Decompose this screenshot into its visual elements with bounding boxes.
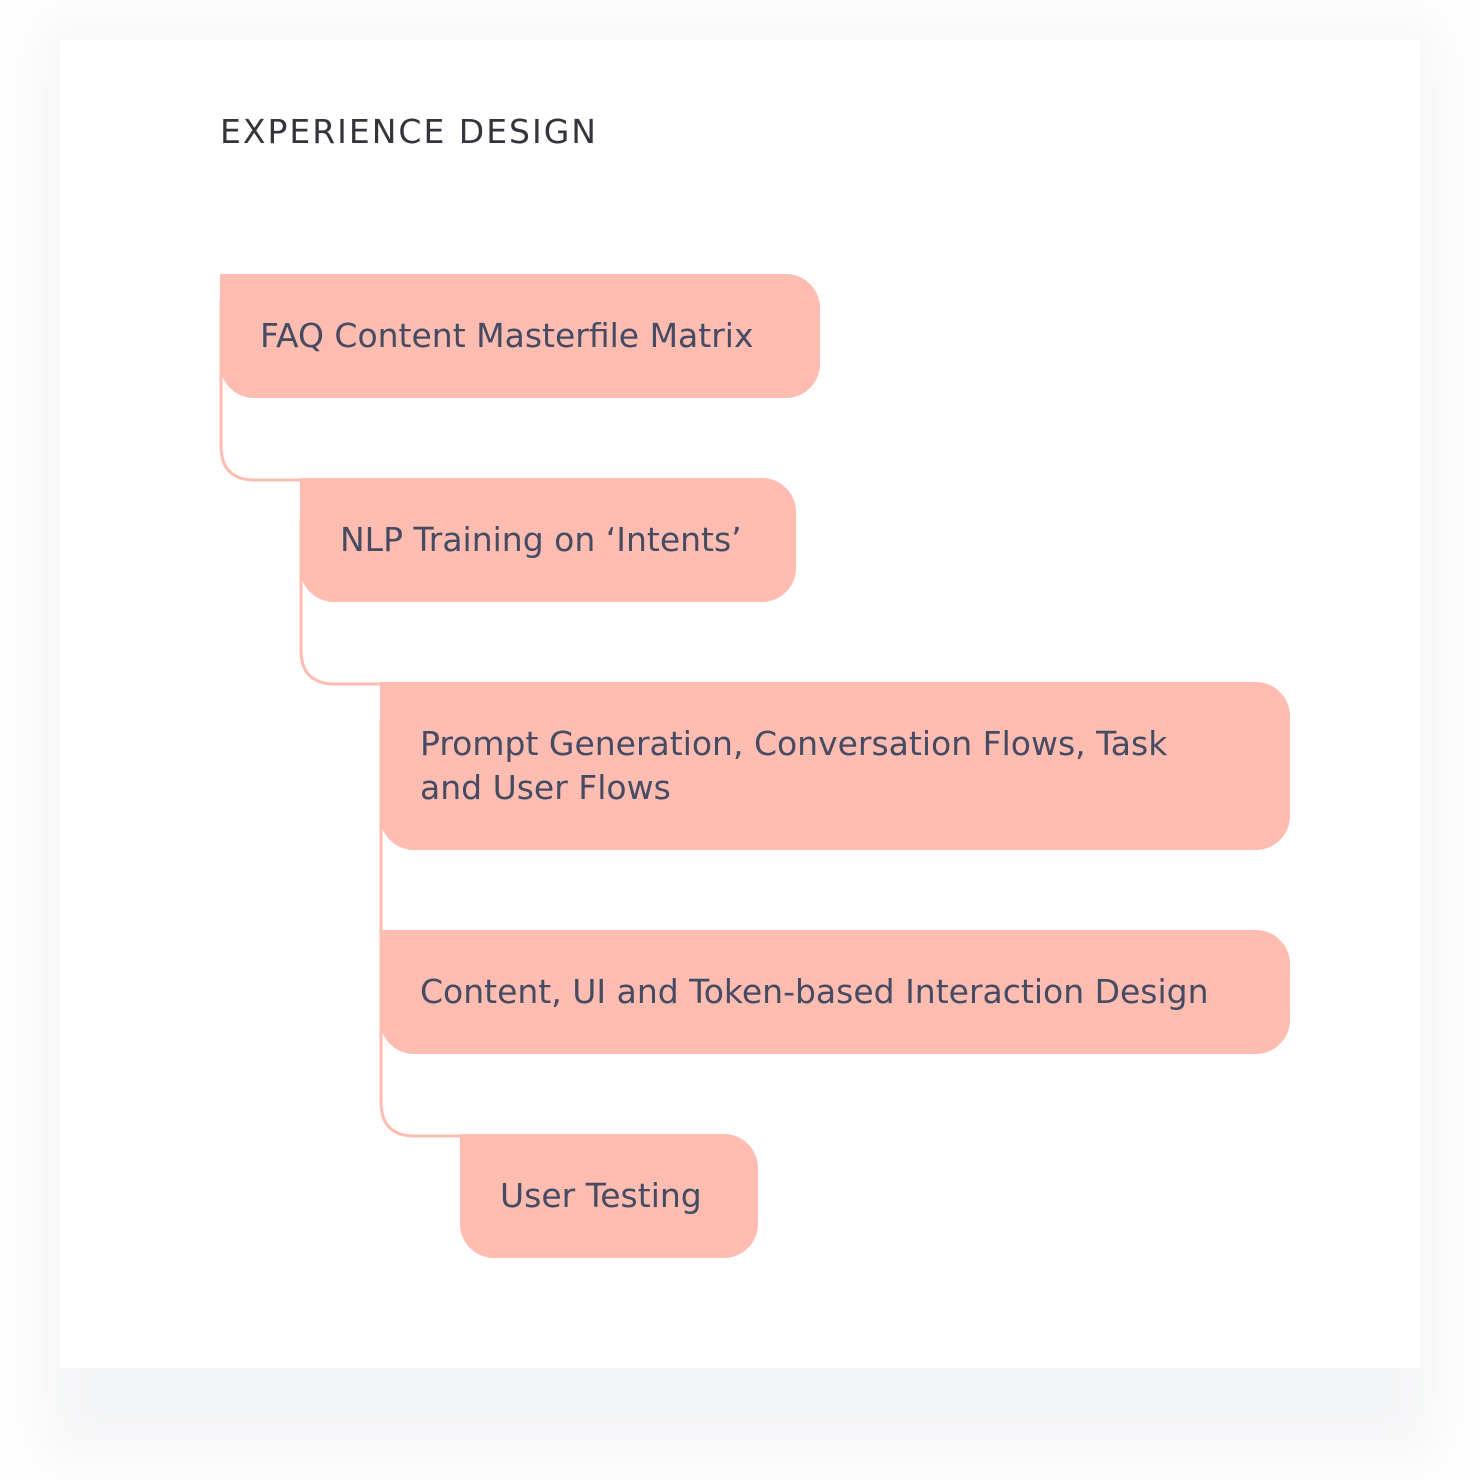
connector-1-2 <box>219 300 300 482</box>
section-title: EXPERIENCE DESIGN <box>220 112 598 151</box>
step-faq-content-masterfile: FAQ Content Masterfile Matrix <box>220 274 820 398</box>
step-label: Content, UI and Token-based Interaction … <box>420 972 1209 1011</box>
step-label: Prompt Generation, Conversation Flows, T… <box>420 724 1168 807</box>
step-label: FAQ Content Masterfile Matrix <box>260 316 754 355</box>
connector-3-4-5 <box>379 720 460 1138</box>
step-nlp-training: NLP Training on ‘Intents’ <box>300 478 796 602</box>
step-label: User Testing <box>500 1176 702 1215</box>
step-label: NLP Training on ‘Intents’ <box>340 520 742 559</box>
connector-2-3 <box>299 520 380 686</box>
step-prompt-generation: Prompt Generation, Conversation Flows, T… <box>380 682 1290 850</box>
step-interaction-design: Content, UI and Token-based Interaction … <box>380 930 1290 1054</box>
step-user-testing: User Testing <box>460 1134 758 1258</box>
